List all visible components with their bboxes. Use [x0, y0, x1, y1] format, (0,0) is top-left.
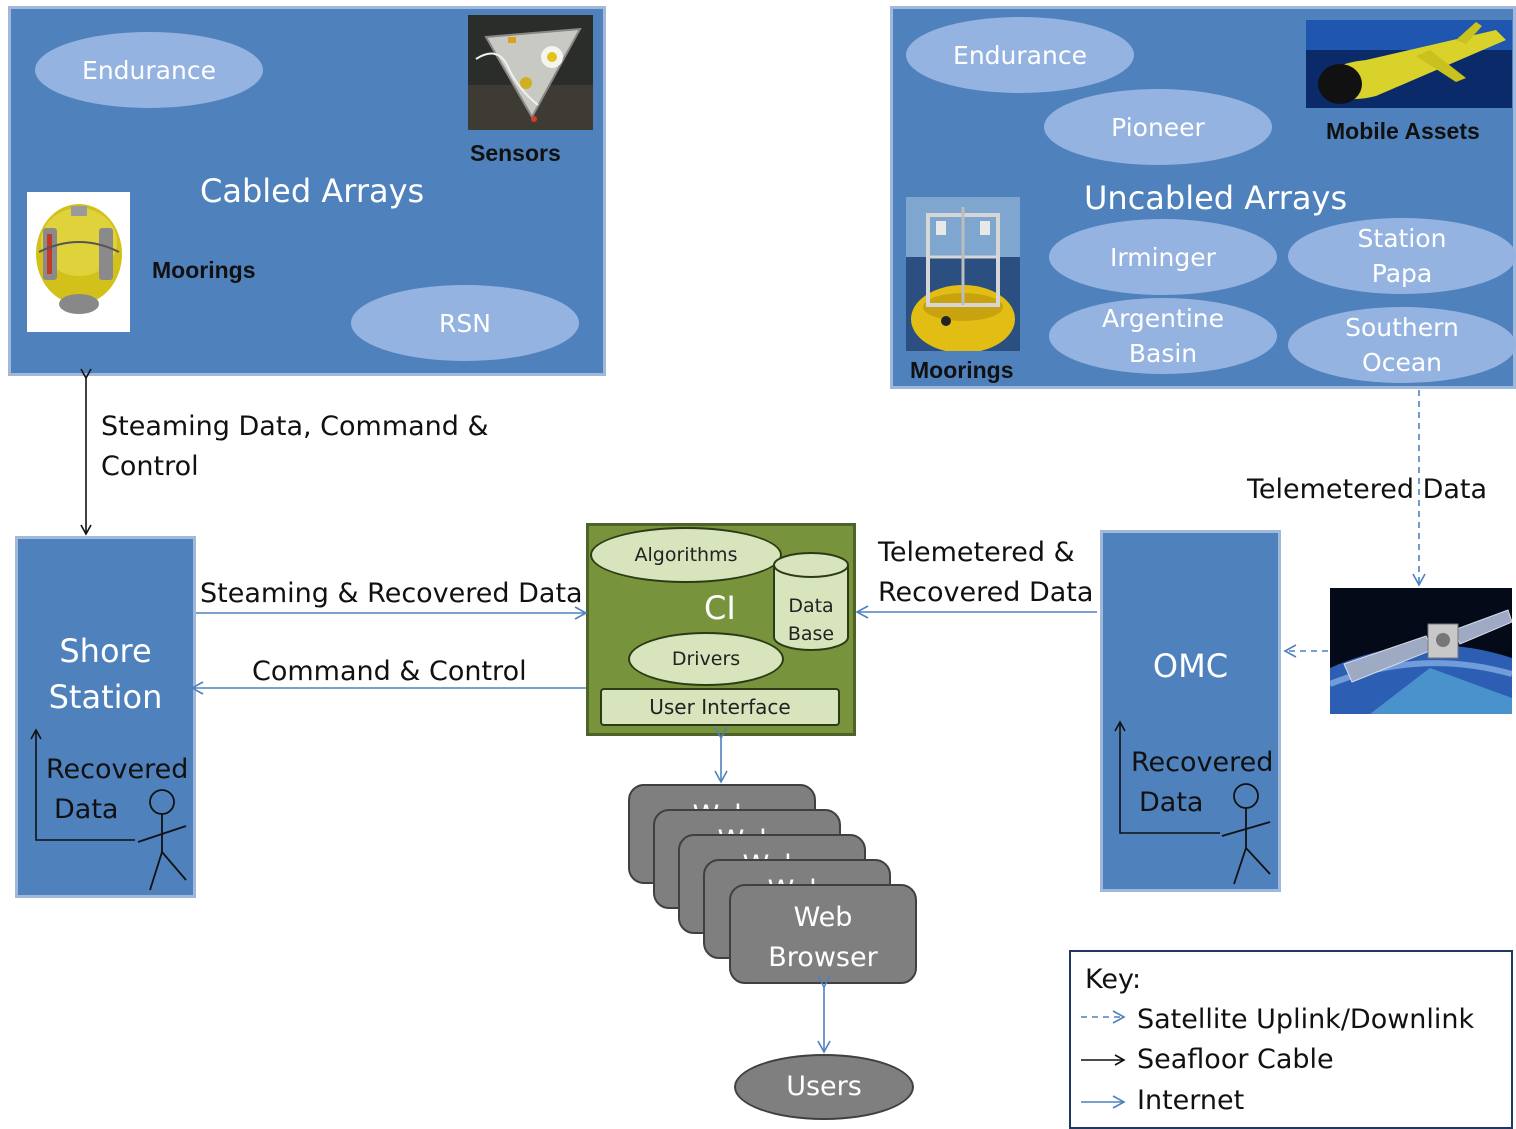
omc-box	[1100, 530, 1281, 892]
cabled-rsn-oval: RSN	[351, 285, 579, 361]
algorithms-oval: Algorithms	[590, 527, 782, 583]
mobile-assets-label: Mobile Assets	[1326, 118, 1480, 144]
user-interface-bar: User Interface	[600, 688, 840, 726]
key-item-seafloor-cable: Seafloor Cable	[1137, 1044, 1334, 1075]
ci-title: CI	[704, 589, 736, 627]
shore-to-ci-label: Steaming & Recovered Data	[200, 578, 583, 609]
shore-station-title-line2: Station	[48, 678, 163, 716]
shore-station-title: Shore Station	[15, 628, 196, 720]
key-item-internet: Internet	[1137, 1085, 1245, 1116]
key-title: Key:	[1085, 964, 1142, 995]
omc-title: OMC	[1152, 647, 1229, 685]
southern-ocean-oval: Southern Ocean	[1288, 307, 1516, 383]
buoy-photo-icon	[906, 197, 1020, 351]
database-label: Data Base	[772, 592, 850, 648]
shore-recovered-data: Recovered Data	[46, 750, 188, 830]
southern-ocean-line1: Southern	[1345, 313, 1459, 342]
satellite-icon	[1330, 588, 1512, 714]
omc-recovered-data: Recovered Data	[1131, 743, 1273, 823]
sensors-image	[468, 15, 593, 130]
omc-to-ci-label-line2: Recovered Data	[878, 577, 1094, 608]
uncabled-mooring-image	[906, 197, 1020, 351]
station-papa-line2: Papa	[1371, 259, 1433, 288]
shore-person-icon	[137, 789, 187, 891]
telemetered-data-label: Telemetered Data	[1247, 474, 1488, 505]
cabled-to-shore-label-line2: Control	[101, 451, 199, 482]
omc-recovered-line1: Recovered	[1131, 747, 1274, 778]
shore-station-title-line1: Shore	[59, 632, 152, 670]
cabled-moorings-label: Moorings	[152, 257, 256, 283]
cabled-arrays-title: Cabled Arrays	[200, 172, 425, 210]
cabled-to-shore-label-line1: Steaming Data, Command &	[101, 411, 489, 442]
station-papa-line1: Station	[1357, 224, 1447, 253]
argentine-basin-oval: Argentine Basin	[1049, 298, 1277, 374]
omc-to-ci-label-line1: Telemetered &	[878, 537, 1075, 568]
argentine-basin-line1: Argentine	[1101, 304, 1224, 333]
key-box	[1069, 950, 1513, 1129]
omc-recovered-arrow	[1114, 720, 1220, 834]
cabled-mooring-image	[27, 192, 130, 332]
ci-to-shore-label: Command & Control	[252, 656, 527, 687]
cabled-endurance-oval: Endurance	[35, 32, 263, 108]
database-label-line2: Base	[787, 623, 835, 645]
omc-recovered-line2: Data	[1139, 787, 1204, 818]
users-oval: Users	[734, 1054, 914, 1120]
uncabled-moorings-label: Moorings	[910, 357, 1014, 383]
southern-ocean-line2: Ocean	[1362, 348, 1442, 377]
omc-person-icon	[1221, 783, 1271, 885]
pioneer-oval: Pioneer	[1044, 89, 1272, 165]
station-papa-oval: Station Papa	[1288, 218, 1516, 294]
shore-recovered-line1: Recovered	[46, 754, 189, 785]
mobile-assets-image	[1306, 20, 1512, 108]
web-browser-front: Web Browser	[729, 884, 917, 984]
argentine-basin-line2: Basin	[1128, 339, 1198, 368]
shore-recovered-line2: Data	[54, 794, 119, 825]
sensors-label: Sensors	[470, 140, 561, 166]
uncabled-arrays-title: Uncabled Arrays	[1084, 179, 1348, 217]
uncabled-endurance-oval: Endurance	[906, 17, 1134, 93]
database-label-line1: Data	[788, 595, 834, 617]
mooring-photo-icon	[27, 192, 130, 332]
drivers-oval: Drivers	[628, 632, 784, 686]
web-browser-line1: Web	[793, 902, 853, 933]
database-icon	[773, 552, 849, 651]
sensor-photo-icon	[468, 15, 593, 130]
shore-station-box	[15, 536, 196, 898]
web-browser-line2: Browser	[768, 942, 878, 973]
database-cylinder	[772, 551, 850, 653]
irminger-oval: Irminger	[1049, 219, 1277, 295]
key-item-satellite: Satellite Uplink/Downlink	[1137, 1004, 1475, 1035]
shore-recovered-arrow	[30, 728, 135, 841]
glider-photo-icon	[1306, 20, 1512, 108]
satellite-image	[1330, 588, 1512, 714]
